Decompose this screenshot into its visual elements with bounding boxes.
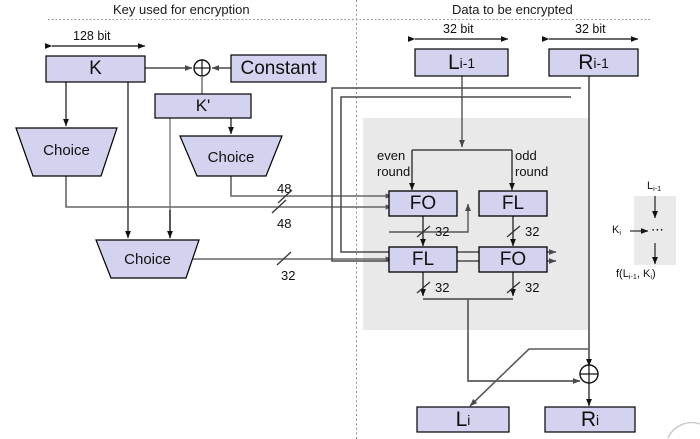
legend-key-base: K (612, 224, 620, 236)
box-FO-odd (478, 246, 548, 273)
legend-output-mid: , K (636, 268, 651, 280)
legend-input-label: Li-1 (647, 180, 661, 193)
label-128-bit: 128 bit (73, 29, 111, 43)
box-L-out (416, 406, 510, 433)
box-Constant (230, 54, 327, 83)
label-odd-round-line2: round (515, 164, 549, 179)
label-32-bit-right: 32 bit (575, 22, 606, 36)
data-bus-slashes (416, 225, 521, 294)
round-region-shading (363, 118, 588, 330)
wire-merge-to-xor (467, 299, 581, 384)
shape-choice-k (15, 127, 118, 177)
legend-output-end: ) (651, 268, 656, 280)
wire-Rprev-to-Li (469, 348, 589, 407)
label-32-bit-left: 32 bit (443, 22, 474, 36)
corner-arc-mark (667, 421, 700, 439)
label-bus-48-lower: 48 (277, 216, 292, 231)
label-even-round-line2: round (377, 164, 411, 179)
label-bus-32-b: 32 (525, 224, 540, 239)
legend-input-base: L (647, 180, 654, 192)
legend-output-label: f(Li-1, Ki) (616, 268, 656, 281)
label-bus-48-upper: 48 (277, 181, 292, 196)
label-bus-32-key: 32 (281, 268, 296, 283)
label-even-round-line1: even (377, 148, 406, 163)
legend-input-sub: i-1 (653, 184, 662, 194)
box-K (45, 55, 146, 83)
label-odd-round-line1: odd (515, 148, 537, 163)
legend-output-sub2: i (650, 272, 652, 282)
bus-slash-marks (271, 189, 293, 266)
legend-key-sub: i (619, 228, 621, 238)
shape-choice-kprime (179, 135, 283, 177)
box-FL-odd (478, 190, 548, 217)
box-R-out (544, 406, 636, 433)
header-key-side: Key used for encryption (113, 2, 250, 17)
wire-choice-left-bus48 (65, 176, 393, 210)
box-R-prev (548, 48, 639, 77)
legend-output-sub1: i-1 (628, 272, 637, 282)
label-bus-32-c: 32 (435, 280, 450, 295)
legend-key-label: Ki (612, 224, 621, 237)
legend-ellipsis: ⋯ (651, 222, 664, 237)
shape-choice-bottom (95, 239, 200, 279)
header-data-side: Data to be encrypted (452, 2, 573, 17)
box-FL-even (388, 246, 458, 273)
legend-output-prefix: f(L (616, 268, 629, 280)
label-bus-32-d: 32 (525, 280, 540, 295)
label-bus-32-a: 32 (435, 224, 450, 239)
box-L-prev (414, 48, 509, 77)
wire-choice-mid-bus48 (230, 176, 393, 199)
wire-fo-even-to-fl-odd (389, 203, 471, 233)
box-FO-even (388, 190, 458, 217)
box-Kprime (154, 93, 252, 119)
